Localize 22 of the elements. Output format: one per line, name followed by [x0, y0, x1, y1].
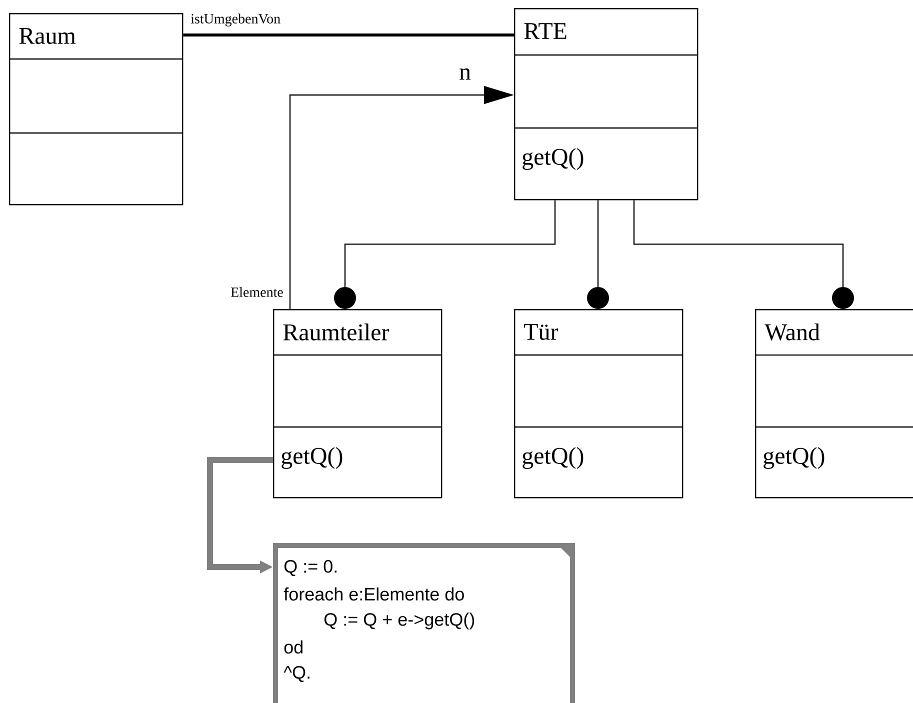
method-name: getQ() [764, 447, 824, 469]
method-name: getQ() [522, 148, 584, 170]
class-box [273, 309, 442, 498]
connector [633, 200, 854, 309]
connector [183, 34, 514, 36]
class-name: Wand [764, 323, 820, 340]
class-box [9, 13, 184, 206]
note-box: Q := 0. foreach e:Elemente do Q := Q + e->getQ() od ^Q. [273, 543, 575, 703]
class-box [514, 8, 698, 200]
class-name: Raum [19, 28, 76, 44]
class-box [514, 309, 684, 498]
edge-label: istUmgebenVon [190, 14, 280, 26]
method-name: getQ() [522, 447, 584, 469]
method-name: getQ() [282, 447, 342, 469]
class-box [755, 309, 913, 498]
role-label: Elemente [230, 287, 283, 297]
connector [587, 200, 609, 309]
connector [334, 200, 556, 309]
edge-label: n [460, 68, 471, 80]
class-name: Raumteiler [283, 324, 390, 340]
class-name: RTE [524, 23, 566, 39]
class-name: Tür [524, 324, 558, 340]
